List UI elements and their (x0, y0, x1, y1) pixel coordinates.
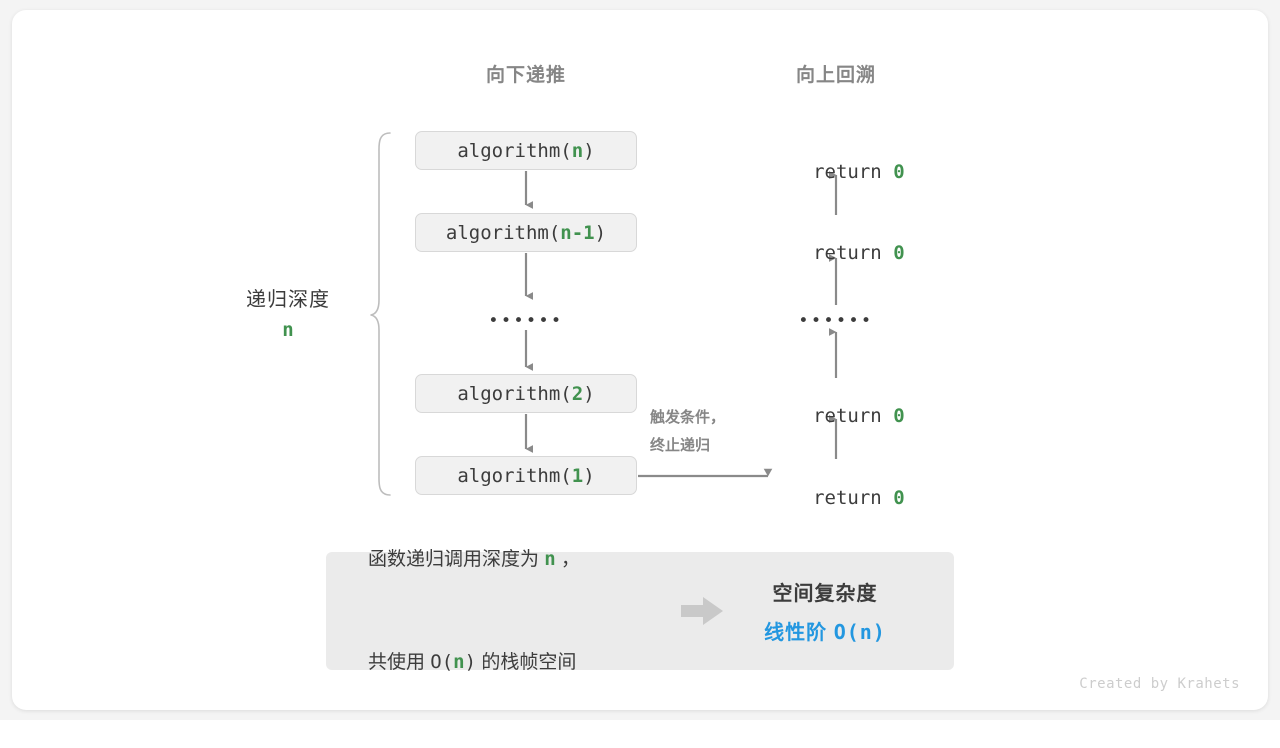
return-value: 0 (893, 161, 905, 183)
summary-l1-var: n (544, 548, 556, 570)
summary-conclusion: 空间复杂度 线性阶 O(n) (726, 577, 924, 645)
termination-note-line1: 触发条件， (650, 409, 726, 426)
call-frame-prefix: algorithm( (445, 221, 561, 244)
summary-conclusion-title: 空间复杂度 (772, 583, 878, 605)
summary-l1-text-b: ， (555, 549, 581, 570)
return-label: return 0 (767, 139, 905, 205)
return-value: 0 (893, 405, 905, 427)
return-keyword: return (813, 161, 894, 183)
call-frame-arg: 2 (571, 382, 584, 405)
call-frame-box: algorithm(n-1) (415, 213, 637, 252)
column-header-ascend: 向上回溯 (795, 65, 877, 86)
call-frame-prefix: algorithm( (457, 139, 572, 162)
call-frame-prefix: algorithm( (457, 464, 572, 487)
return-keyword: return (813, 405, 894, 427)
summary-panel: 函数递归调用深度为 n ， 共使用 O(n) 的栈帧空间 空间复杂度 线性阶 O… (326, 548, 954, 673)
return-label: return 0 (767, 383, 905, 449)
call-frame-prefix: algorithm( (457, 382, 572, 405)
return-label: return 0 (767, 465, 905, 531)
call-frame-box: algorithm(n) (415, 131, 637, 170)
summary-arrow-icon (678, 595, 726, 627)
return-keyword: return (813, 487, 894, 509)
ellipsis-left: •••••• (488, 311, 564, 331)
complexity-notation: O(n) (833, 620, 886, 644)
call-frame-suffix: ) (583, 382, 595, 405)
summary-description-line2: 共使用 O(n) 的栈帧空间 (368, 645, 668, 680)
return-value: 0 (893, 242, 905, 264)
complexity-order-label: 线性阶 (764, 622, 834, 644)
summary-l2-open: O( (430, 651, 454, 673)
summary-l1-text-a: 函数递归调用深度为 (368, 549, 545, 570)
return-label: return 0 (767, 220, 905, 286)
ellipsis-right: •••••• (798, 311, 874, 331)
summary-description-line1: 函数递归调用深度为 n ， (368, 542, 668, 577)
summary-l2-close: ) (464, 651, 477, 673)
call-frame-box: algorithm(2) (415, 374, 637, 413)
call-frame-arg: n (571, 139, 584, 162)
recursion-depth-label: 递归深度 n (246, 283, 330, 341)
recursion-depth-title: 递归深度 (246, 289, 330, 311)
column-header-descend: 向下递推 (485, 65, 567, 86)
call-frame-suffix: ) (583, 139, 595, 162)
termination-note: 触发条件， 终止递归 (650, 404, 725, 460)
return-keyword: return (813, 242, 894, 264)
summary-l2-text-a: 共使用 (368, 652, 431, 673)
return-value: 0 (893, 487, 905, 509)
credit-text: Created by Krahets (1079, 676, 1240, 692)
call-frame-suffix: ) (594, 221, 607, 244)
recursion-depth-value: n (282, 319, 294, 341)
summary-l2-text-b: 的栈帧空间 (476, 652, 577, 673)
summary-l2-var: n (453, 651, 465, 673)
call-frame-arg: n-1 (560, 221, 595, 244)
call-frame-arg: 1 (571, 464, 584, 487)
call-frame-suffix: ) (583, 464, 595, 487)
summary-description: 函数递归调用深度为 n ， 共使用 O(n) 的栈帧空间 (368, 474, 668, 748)
termination-note-line2: 终止递归 (650, 437, 711, 454)
summary-conclusion-value: 线性阶 O(n) (726, 616, 924, 645)
diagram-canvas: 向下递推 向上回溯 递归深度 n algorithm(n) algorithm(… (0, 0, 1280, 720)
call-frame-box: algorithm(1) (415, 456, 637, 495)
